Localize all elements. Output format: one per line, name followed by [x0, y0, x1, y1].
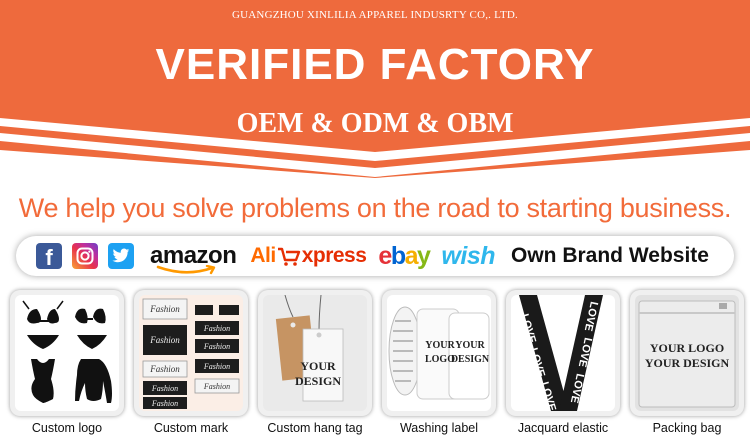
facebook-icon[interactable]: f [36, 243, 62, 270]
own-brand-website[interactable]: Own Brand Website [511, 244, 709, 267]
platform-bar: f amazon Ali xpress ebay wish Own Brand … [16, 236, 734, 276]
product-card-custom-logo[interactable] [10, 290, 124, 416]
banner-background [0, 0, 750, 178]
card-image: LOVE LOVE LOVE LOVE LOVE LOVE [511, 295, 615, 411]
label-text: Fashion [203, 382, 230, 391]
product-card-custom-hang-tag[interactable]: YOUR DESIGN [258, 290, 372, 416]
banner-chevron-line-1 [0, 118, 750, 161]
label-text: Fashion [149, 364, 180, 374]
label-text: Fashion [151, 384, 178, 393]
roll-text-logo: YOUR LOGO [424, 340, 455, 365]
amazon-wordmark: amazon [150, 242, 237, 269]
card-image [15, 295, 119, 411]
wish-logo[interactable]: wish [441, 241, 495, 270]
tagline: We help you solve problems on the road t… [18, 193, 732, 223]
banner: GUANGZHOU XINLILIA APPAREL INDUSRTY CO,.… [0, 0, 750, 200]
label-text: Fashion [151, 399, 178, 408]
product-cards: Custom logo Fashion Fashion Fashion [10, 290, 750, 440]
caption-washing-label: Washing label [399, 421, 479, 435]
ebay-letter-a: a [404, 241, 419, 270]
ebay-letter-e: e [378, 241, 392, 270]
card-image: YOUR LOGO YOUR DESIGN [387, 295, 491, 411]
woven-labels-image: Fashion Fashion Fashion Fashion Fashion … [142, 298, 240, 409]
subheadline: OEM & ODM & OBM [236, 108, 514, 139]
caption-jacquard-elastic: Jacquard elastic [517, 421, 609, 435]
caption-packing-bag: Packing bag [652, 421, 722, 435]
banner-shape [0, 0, 750, 178]
product-card-packing-bag[interactable]: YOUR LOGO YOUR DESIGN [630, 290, 744, 416]
label-text: Fashion [203, 362, 230, 371]
headline: VERIFIED FACTORY [155, 40, 595, 89]
ebay-logo[interactable]: ebay [378, 241, 431, 271]
card-image: YOUR DESIGN [263, 295, 367, 411]
elastic-band-image: LOVE LOVE LOVE LOVE LOVE LOVE [518, 295, 603, 411]
label-text: Fashion [203, 324, 230, 333]
twitter-icon[interactable] [108, 243, 134, 269]
swimwear-icon [22, 300, 112, 403]
card-image: Fashion Fashion Fashion Fashion Fashion … [139, 295, 243, 411]
packing-bag-image [638, 300, 736, 408]
label-text: Fashion [149, 335, 180, 345]
label-text: Fashion [203, 342, 230, 351]
banner-chevron-line-2 [0, 133, 750, 177]
caption-custom-logo: Custom logo [31, 421, 103, 435]
caption-custom-mark: Custom mark [153, 421, 229, 435]
hang-tag-design-text: YOUR DESIGN [294, 359, 341, 388]
product-card-washing-label[interactable]: YOUR LOGO YOUR DESIGN [382, 290, 496, 416]
company-name: GUANGZHOU XINLILIA APPAREL INDUSRTY CO,.… [232, 9, 518, 21]
ebay-letter-b: b [390, 241, 406, 270]
amazon-logo[interactable]: amazon [150, 242, 237, 275]
roll-text-design: YOUR DESIGN [450, 340, 490, 365]
label-text: Fashion [149, 304, 180, 314]
product-card-jacquard-elastic[interactable]: LOVE LOVE LOVE LOVE LOVE LOVE [506, 290, 620, 416]
card-image: YOUR LOGO YOUR DESIGN [635, 295, 739, 411]
amazon-smile-icon [156, 265, 216, 275]
bag-line-1: YOUR LOGO [649, 341, 725, 355]
bag-line-2: YOUR DESIGN [644, 356, 730, 370]
cart-icon [277, 247, 300, 266]
label-rolls-image [388, 306, 490, 400]
hang-tag-image [275, 295, 344, 402]
aliexpress-ali: Ali [250, 244, 276, 267]
product-card-custom-mark[interactable]: Fashion Fashion Fashion Fashion Fashion … [134, 290, 248, 416]
instagram-icon[interactable] [72, 243, 98, 269]
caption-custom-hang-tag: Custom hang tag [267, 421, 363, 435]
aliexpress-xpress: xpress [301, 244, 367, 267]
aliexpress-logo[interactable]: Ali xpress [250, 244, 367, 268]
ebay-letter-y: y [417, 241, 431, 270]
